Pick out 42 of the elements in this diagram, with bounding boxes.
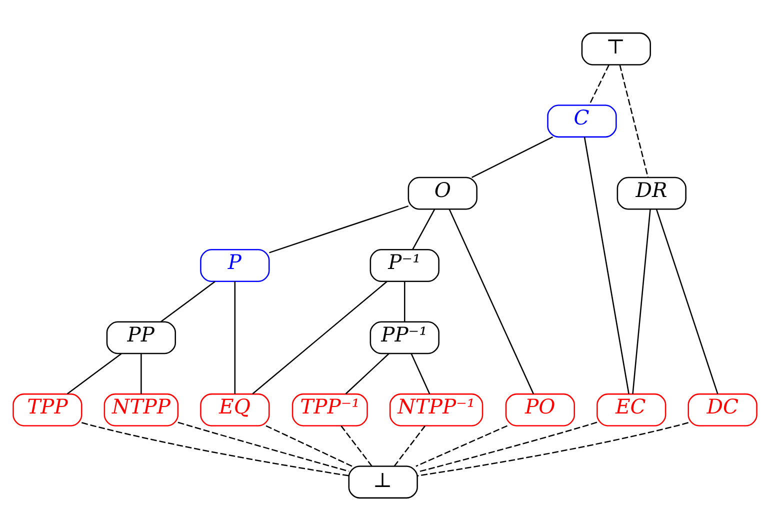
node-box: P <box>200 248 270 282</box>
connector <box>81 421 349 476</box>
connector <box>632 208 651 394</box>
connector <box>266 424 352 466</box>
node-box: TPP⁻¹ <box>292 392 368 426</box>
connector <box>448 208 534 394</box>
connector <box>340 425 372 466</box>
node-box: TPP <box>12 392 82 426</box>
node-box: ⊥ <box>348 465 418 498</box>
node-box: DR <box>616 176 686 210</box>
connector <box>416 424 508 466</box>
node-box: NTPP <box>104 392 179 426</box>
node-box: EQ <box>200 392 270 426</box>
connector <box>345 352 390 394</box>
connector <box>412 208 436 250</box>
node-box: PP <box>106 320 176 354</box>
connector <box>269 204 409 253</box>
connector <box>472 136 554 178</box>
connector <box>178 421 349 472</box>
node-box: ⊤ <box>581 32 651 65</box>
connector <box>140 353 142 394</box>
connector <box>66 352 122 394</box>
connector <box>410 352 430 394</box>
node-box: C <box>547 104 617 138</box>
connector <box>160 280 216 322</box>
connector <box>584 136 630 394</box>
node-box: PO <box>505 392 575 426</box>
node-box: PP⁻¹ <box>370 320 440 354</box>
node-box: EC <box>596 392 666 426</box>
connector <box>656 208 718 394</box>
node-box: P⁻¹ <box>370 248 440 282</box>
connector <box>588 64 610 105</box>
connector <box>417 422 689 476</box>
node-box: DC <box>688 392 758 426</box>
connector <box>252 280 388 394</box>
connector <box>394 425 426 466</box>
node-box: O <box>408 176 478 210</box>
node-box: NTPP⁻¹ <box>389 392 484 426</box>
connector <box>619 64 649 177</box>
connector <box>234 280 236 394</box>
connector <box>404 281 406 322</box>
connector <box>418 421 598 472</box>
